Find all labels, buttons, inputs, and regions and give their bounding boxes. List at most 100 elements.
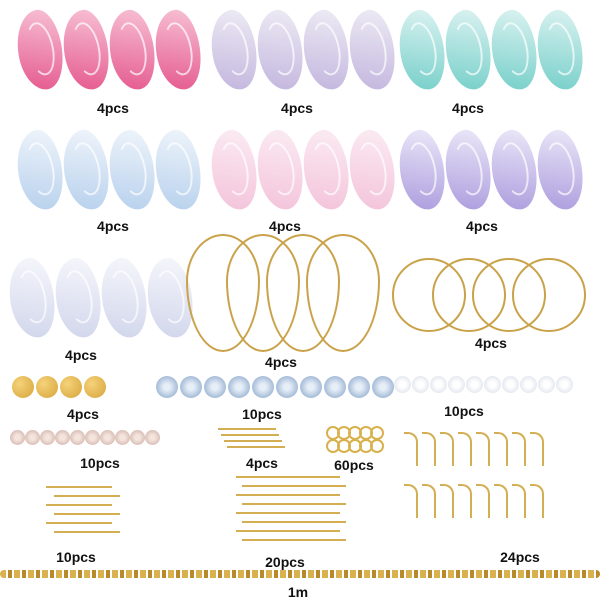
eye-pin	[242, 521, 346, 523]
ear-hook	[494, 432, 508, 466]
clear-beads-quantity-label: 10pcs	[444, 403, 484, 419]
ear-hook	[422, 432, 436, 466]
wings-quantity-label: 4pcs	[281, 100, 313, 116]
wing-charm	[530, 126, 590, 214]
head-pin	[54, 495, 120, 497]
pins-quantity-label: 4pcs	[246, 455, 278, 471]
wing-charm	[94, 254, 154, 342]
teardrop-hoop	[306, 234, 380, 352]
ear-hook	[404, 484, 418, 518]
gold-charm	[84, 376, 106, 398]
rose-rondelle-bead	[100, 430, 115, 445]
gold-charm	[60, 376, 82, 398]
wing-charm	[342, 6, 402, 94]
ear-hook	[494, 484, 508, 518]
eye-pins-quantity-label: 20pcs	[265, 554, 305, 570]
head-pin	[54, 513, 120, 515]
wings-quantity-label: 4pcs	[452, 100, 484, 116]
blue-beads-quantity-label: 10pcs	[242, 406, 282, 422]
eye-pin	[236, 512, 340, 514]
jump-ring	[370, 439, 384, 453]
wing-charm	[2, 254, 62, 342]
wing-charm	[204, 6, 264, 94]
eye-pin	[242, 503, 346, 505]
eye-pin	[236, 476, 340, 478]
head-pin	[46, 486, 112, 488]
rose-rondelle-bead	[130, 430, 145, 445]
wing-charm	[530, 6, 590, 94]
clear-rondelle-bead	[448, 376, 465, 393]
wings-quantity-label: 4pcs	[466, 218, 498, 234]
clear-rondelle-bead	[520, 376, 537, 393]
wing-charm	[250, 126, 310, 214]
wing-charm	[296, 6, 356, 94]
clear-rondelle-bead	[466, 376, 483, 393]
pin	[221, 434, 279, 436]
clear-rondelle-bead	[484, 376, 501, 393]
blue-rondelle-bead	[156, 376, 178, 398]
ear-hook	[458, 432, 472, 466]
wing-charm	[10, 6, 70, 94]
eye-pin	[242, 485, 346, 487]
chain	[0, 570, 600, 578]
ear-hook	[530, 432, 544, 466]
wing-charm	[56, 126, 116, 214]
blue-rondelle-bead	[180, 376, 202, 398]
ear-hook	[512, 484, 526, 518]
eye-pin	[236, 494, 340, 496]
ear-hook	[512, 432, 526, 466]
blue-rondelle-bead	[300, 376, 322, 398]
wing-charm	[250, 6, 310, 94]
chain-quantity-label: 1m	[287, 584, 309, 600]
ear-hook	[530, 484, 544, 518]
wing-charm	[392, 6, 452, 94]
wing-charm	[392, 126, 452, 214]
head-pin	[46, 504, 112, 506]
gold-charm	[36, 376, 58, 398]
ear-hook	[440, 484, 454, 518]
rose-rondelle-bead	[145, 430, 160, 445]
ear-hook	[422, 484, 436, 518]
clear-rondelle-bead	[538, 376, 555, 393]
clear-rondelle-bead	[430, 376, 447, 393]
wing-charm	[484, 126, 544, 214]
wing-charm	[10, 126, 70, 214]
wing-charm	[342, 126, 402, 214]
clear-rondelle-bead	[394, 376, 411, 393]
head-pins-quantity-label: 10pcs	[56, 549, 96, 565]
wings-quantity-label: 4pcs	[269, 218, 301, 234]
blue-rondelle-bead	[204, 376, 226, 398]
wing-charm	[56, 6, 116, 94]
wing-charm	[204, 126, 264, 214]
clear-rondelle-bead	[502, 376, 519, 393]
jump-ring	[370, 426, 384, 440]
round-hoops-quantity-label: 4pcs	[475, 335, 507, 351]
clear-rondelle-bead	[556, 376, 573, 393]
blue-rondelle-bead	[252, 376, 274, 398]
blue-rondelle-bead	[372, 376, 394, 398]
round-hoop	[512, 258, 586, 332]
wings-quantity-label: 4pcs	[65, 347, 97, 363]
wing-charm	[148, 6, 208, 94]
clear-rondelle-bead	[412, 376, 429, 393]
rose-rondelle-bead	[115, 430, 130, 445]
rose-rondelle-bead	[40, 430, 55, 445]
wing-charm	[438, 6, 498, 94]
teardrop-hoops-quantity-label: 4pcs	[265, 354, 297, 370]
rose-beads-quantity-label: 10pcs	[80, 455, 120, 471]
jump-rings-quantity-label: 60pcs	[334, 457, 374, 473]
wing-charm	[102, 126, 162, 214]
wing-charm	[48, 254, 108, 342]
wings-quantity-label: 4pcs	[97, 218, 129, 234]
wing-charm	[296, 126, 356, 214]
rose-rondelle-bead	[25, 430, 40, 445]
blue-rondelle-bead	[324, 376, 346, 398]
wing-charm	[438, 126, 498, 214]
blue-rondelle-bead	[228, 376, 250, 398]
ear-hook	[404, 432, 418, 466]
ear-hooks-quantity-label: 24pcs	[500, 549, 540, 565]
pin	[218, 428, 276, 430]
rose-rondelle-bead	[10, 430, 25, 445]
rose-rondelle-bead	[70, 430, 85, 445]
